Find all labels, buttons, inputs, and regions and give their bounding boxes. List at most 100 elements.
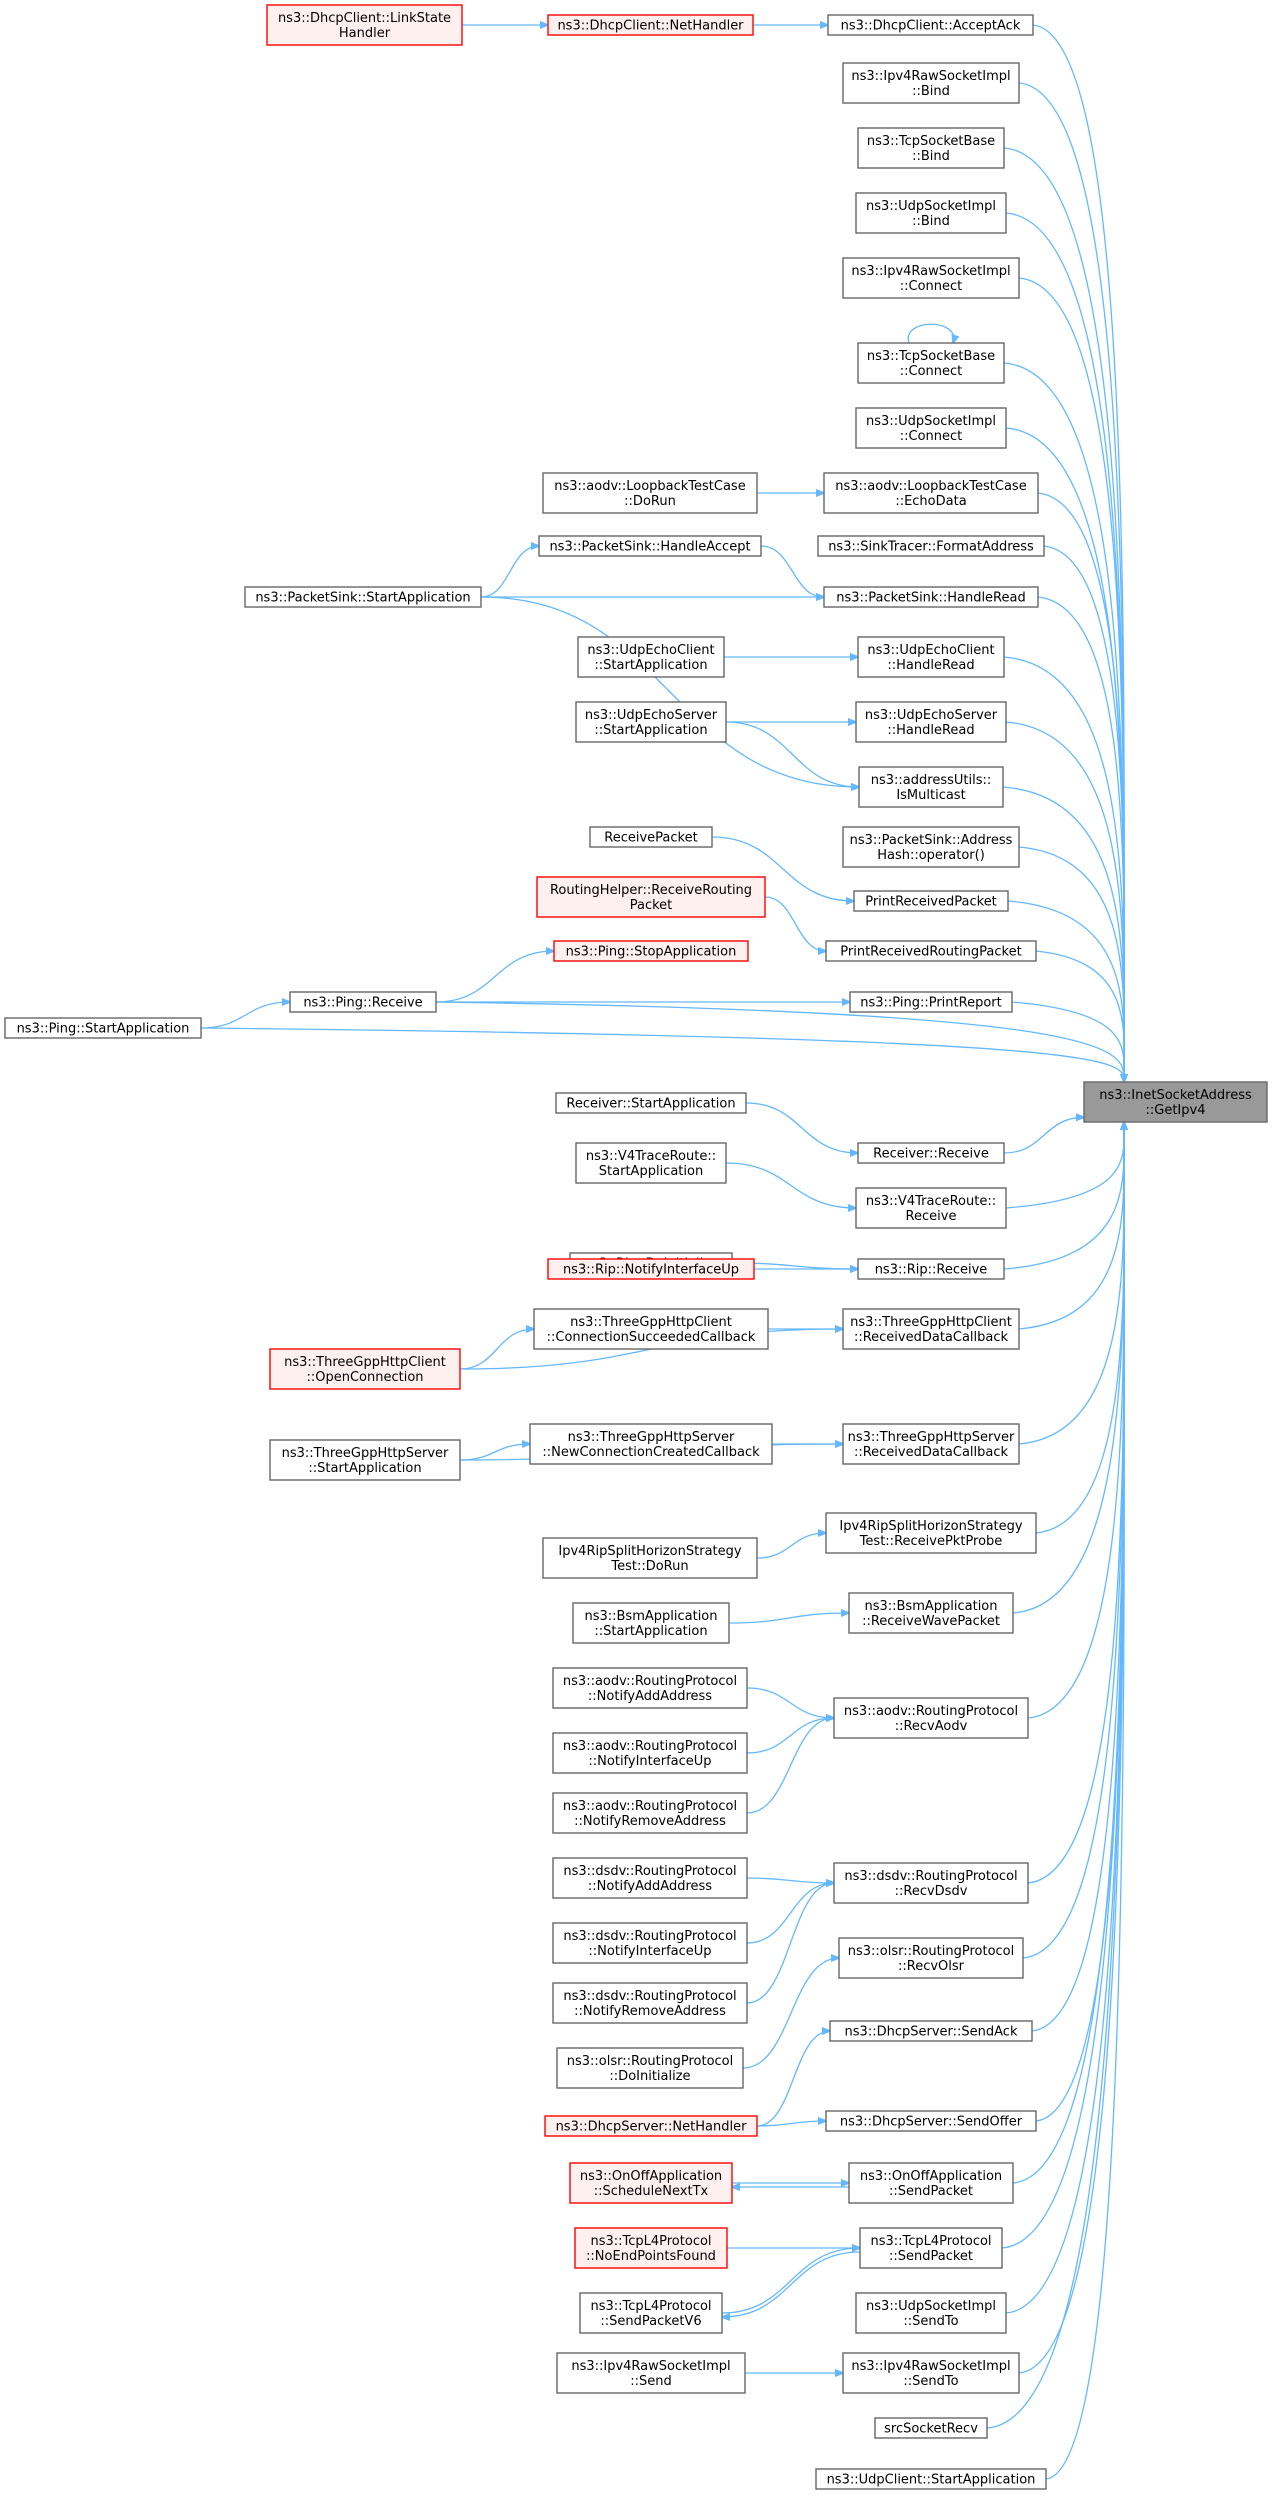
node-aodv-notifyremove[interactable]: ns3::aodv::RoutingProtocol::NotifyRemove… xyxy=(552,1792,748,1834)
node-label: ns3::addressUtils:: xyxy=(871,773,992,788)
node-receiver-receive[interactable]: Receiver::Receive xyxy=(857,1142,1005,1164)
node-rip-receive[interactable]: ns3::Rip::Receive xyxy=(857,1258,1005,1280)
node-receivepacket[interactable]: ReceivePacket xyxy=(589,826,713,848)
edge-packetsink-handleread-to-getipv4 xyxy=(1037,596,1124,1082)
node-getipv4[interactable]: ns3::InetSocketAddress::GetIpv4 xyxy=(1083,1081,1268,1123)
node-dsdv-recv[interactable]: ns3::dsdv::RoutingProtocol::RecvDsdv xyxy=(833,1862,1029,1904)
node-ipv4raw-connect[interactable]: ns3::Ipv4RawSocketImpl::Connect xyxy=(842,257,1020,299)
node-ipv4raw-sendto[interactable]: ns3::Ipv4RawSocketImpl::SendTo xyxy=(842,2352,1020,2394)
edge-dsdv-notifyremove-to-dsdv-recv xyxy=(746,1883,834,2004)
node-box xyxy=(833,1697,1029,1739)
node-label: ::SendPacket xyxy=(889,2184,973,2199)
node-olsr-recv[interactable]: ns3::olsr::RoutingProtocol::RecvOlsr xyxy=(838,1937,1024,1979)
node-label: ns3::dsdv::RoutingProtocol xyxy=(563,1929,736,1944)
node-udpechoclient-read[interactable]: ns3::UdpEchoClient::HandleRead xyxy=(857,636,1005,678)
node-dhcp-acceptack[interactable]: ns3::DhcpClient::AcceptAck xyxy=(827,14,1034,36)
node-dsdv-notifyremove[interactable]: ns3::dsdv::RoutingProtocol::NotifyRemove… xyxy=(552,1982,748,2024)
node-printreceivedrouting[interactable]: PrintReceivedRoutingPacket xyxy=(825,940,1037,962)
node-udpimpl-connect[interactable]: ns3::UdpSocketImpl::Connect xyxy=(855,407,1007,449)
edge-dsdv-notifyup-to-dsdv-recv xyxy=(746,1883,834,1944)
node-v4trace-receive[interactable]: ns3::V4TraceRoute::Receive xyxy=(855,1187,1007,1229)
node-httpclient-connsucc[interactable]: ns3::ThreeGppHttpClient::ConnectionSucce… xyxy=(533,1308,769,1350)
node-srcsocketrecv[interactable]: srcSocketRecv xyxy=(874,2417,988,2439)
node-dhcpserver-sendoffer[interactable]: ns3::DhcpServer::SendOffer xyxy=(825,2110,1037,2132)
node-httpserver-start[interactable]: ns3::ThreeGppHttpServer::StartApplicatio… xyxy=(269,1439,461,1481)
node-label: ns3::aodv::LoopbackTestCase xyxy=(835,479,1026,494)
node-ping-stopapp[interactable]: ns3::Ping::StopApplication xyxy=(553,940,749,962)
node-box xyxy=(853,890,1009,912)
node-ipv4raw-bind[interactable]: ns3::Ipv4RawSocketImpl::Bind xyxy=(842,62,1020,104)
node-label: ns3::dsdv::RoutingProtocol xyxy=(563,1864,736,1879)
node-tcpbase-bind[interactable]: ns3::TcpSocketBase::Bind xyxy=(857,127,1005,169)
node-sinktracer-format[interactable]: ns3::SinkTracer::FormatAddress xyxy=(817,535,1045,557)
node-dhcpserver-nethandler[interactable]: ns3::DhcpServer::NetHandler xyxy=(544,2115,758,2137)
edge-tcpbase-connect-to-tcpbase-connect xyxy=(907,323,953,343)
edge-rip-receive-to-getipv4 xyxy=(1003,1122,1124,1270)
node-httpserver-recvdata[interactable]: ns3::ThreeGppHttpServer::ReceivedDataCal… xyxy=(842,1423,1020,1465)
node-label: ::DoRun xyxy=(624,494,676,509)
edge-httpclient-recvdata-to-getipv4 xyxy=(1018,1122,1124,1330)
node-tcpl4-noend[interactable]: ns3::TcpL4Protocol::NoEndPointsFound xyxy=(574,2227,728,2269)
node-ipv4raw-send[interactable]: ns3::Ipv4RawSocketImpl::Send xyxy=(556,2352,746,2394)
node-box xyxy=(542,472,758,514)
node-aodv-recv[interactable]: ns3::aodv::RoutingProtocol::RecvAodv xyxy=(833,1697,1029,1739)
node-label: ns3::DhcpClient::AcceptAck xyxy=(841,19,1021,34)
node-udpimpl-sendto[interactable]: ns3::UdpSocketImpl::SendTo xyxy=(855,2292,1007,2334)
node-aodv-notifyup[interactable]: ns3::aodv::RoutingProtocol::NotifyInterf… xyxy=(552,1732,748,1774)
node-httpclient-opencon[interactable]: ns3::ThreeGppHttpClient::OpenConnection xyxy=(269,1348,461,1390)
node-rip-notifyup[interactable]: ns3::Rip::NotifyInterfaceUp xyxy=(547,1258,755,1280)
node-label: ::ReceivedDataCallback xyxy=(854,1445,1009,1460)
node-udpimpl-bind[interactable]: ns3::UdpSocketImpl::Bind xyxy=(855,192,1007,234)
node-bsm-start[interactable]: ns3::BsmApplication::StartApplication xyxy=(572,1602,730,1644)
edges-layer xyxy=(200,25,1124,2480)
edge-olsr-recv-to-getipv4 xyxy=(1022,1122,1124,1959)
node-udpechoclient-start[interactable]: ns3::UdpEchoClient::StartApplication xyxy=(577,636,725,678)
edge-aodv-echodata-to-getipv4 xyxy=(1037,492,1124,1082)
node-box xyxy=(577,636,725,678)
node-onoff-sendpacket[interactable]: ns3::OnOffApplication::SendPacket xyxy=(848,2162,1014,2204)
node-label: ns3::DhcpClient::LinkState xyxy=(278,11,451,26)
node-httpserver-newconn[interactable]: ns3::ThreeGppHttpServer::NewConnectionCr… xyxy=(529,1423,773,1465)
node-tcpbase-connect[interactable]: ns3::TcpSocketBase::Connect xyxy=(857,342,1005,384)
node-ping-printreport[interactable]: ns3::Ping::PrintReport xyxy=(849,991,1013,1013)
node-onoff-schedule[interactable]: ns3::OnOffApplication::ScheduleNextTx xyxy=(569,2162,733,2204)
node-addressutils-ismulticast[interactable]: ns3::addressUtils::IsMulticast xyxy=(858,766,1004,808)
node-tcpl4-sendv6[interactable]: ns3::TcpL4Protocol::SendPacketV6 xyxy=(579,2292,723,2334)
node-ping-receive[interactable]: ns3::Ping::Receive xyxy=(289,991,437,1013)
node-label: ns3::V4TraceRoute:: xyxy=(586,1149,716,1164)
node-printreceivedpacket[interactable]: PrintReceivedPacket xyxy=(853,890,1009,912)
node-label: ns3::Rip::NotifyInterfaceUp xyxy=(563,1263,739,1278)
node-dsdv-notifyadd[interactable]: ns3::dsdv::RoutingProtocol::NotifyAddAdd… xyxy=(552,1857,748,1899)
node-label: ::EchoData xyxy=(895,494,966,509)
node-riptest-probe[interactable]: Ipv4RipSplitHorizonStrategyTest::Receive… xyxy=(825,1512,1037,1554)
node-udpechoserver-read[interactable]: ns3::UdpEchoServer::HandleRead xyxy=(855,701,1007,743)
node-box xyxy=(833,1862,1029,1904)
node-label: IsMulticast xyxy=(896,788,965,803)
node-box xyxy=(269,1439,461,1481)
node-httpclient-recvdata[interactable]: ns3::ThreeGppHttpClient::ReceivedDataCal… xyxy=(842,1308,1020,1350)
node-udpclient-start[interactable]: ns3::UdpClient::StartApplication xyxy=(815,2468,1047,2490)
node-aodv-notifyadd[interactable]: ns3::aodv::RoutingProtocol::NotifyAddAdd… xyxy=(552,1667,748,1709)
node-receiver-startapp[interactable]: Receiver::StartApplication xyxy=(555,1092,747,1114)
node-label: ::StartApplication xyxy=(594,723,707,738)
node-dhcpserver-sendack[interactable]: ns3::DhcpServer::SendAck xyxy=(829,2020,1033,2042)
node-bsm-recvwave[interactable]: ns3::BsmApplication::ReceiveWavePacket xyxy=(848,1592,1014,1634)
node-packetsink-handleaccept[interactable]: ns3::PacketSink::HandleAccept xyxy=(538,535,762,557)
node-packetsink-startapp[interactable]: ns3::PacketSink::StartApplication xyxy=(244,586,482,608)
node-v4trace-start[interactable]: ns3::V4TraceRoute::StartApplication xyxy=(575,1142,727,1184)
node-dhcp-nethandler[interactable]: ns3::DhcpClient::NetHandler xyxy=(547,14,754,36)
node-olsr-doinit[interactable]: ns3::olsr::RoutingProtocol::DoInitialize xyxy=(556,2047,744,2089)
edge-packetsink-startapp-to-packetsink-handleaccept xyxy=(480,546,539,598)
node-aodv-dorun[interactable]: ns3::aodv::LoopbackTestCase::DoRun xyxy=(542,472,758,514)
edge-ping-printreport-to-getipv4 xyxy=(1011,1001,1124,1082)
node-udpechoserver-start[interactable]: ns3::UdpEchoServer::StartApplication xyxy=(575,701,727,743)
node-packetsink-handleread[interactable]: ns3::PacketSink::HandleRead xyxy=(823,586,1039,608)
node-dsdv-notifyup[interactable]: ns3::dsdv::RoutingProtocol::NotifyInterf… xyxy=(552,1922,748,1964)
node-ping-startapp[interactable]: ns3::Ping::StartApplication xyxy=(4,1017,202,1039)
node-aodv-echodata[interactable]: ns3::aodv::LoopbackTestCase::EchoData xyxy=(823,472,1039,514)
node-tcpl4-sendpacket[interactable]: ns3::TcpL4Protocol::SendPacket xyxy=(859,2227,1003,2269)
